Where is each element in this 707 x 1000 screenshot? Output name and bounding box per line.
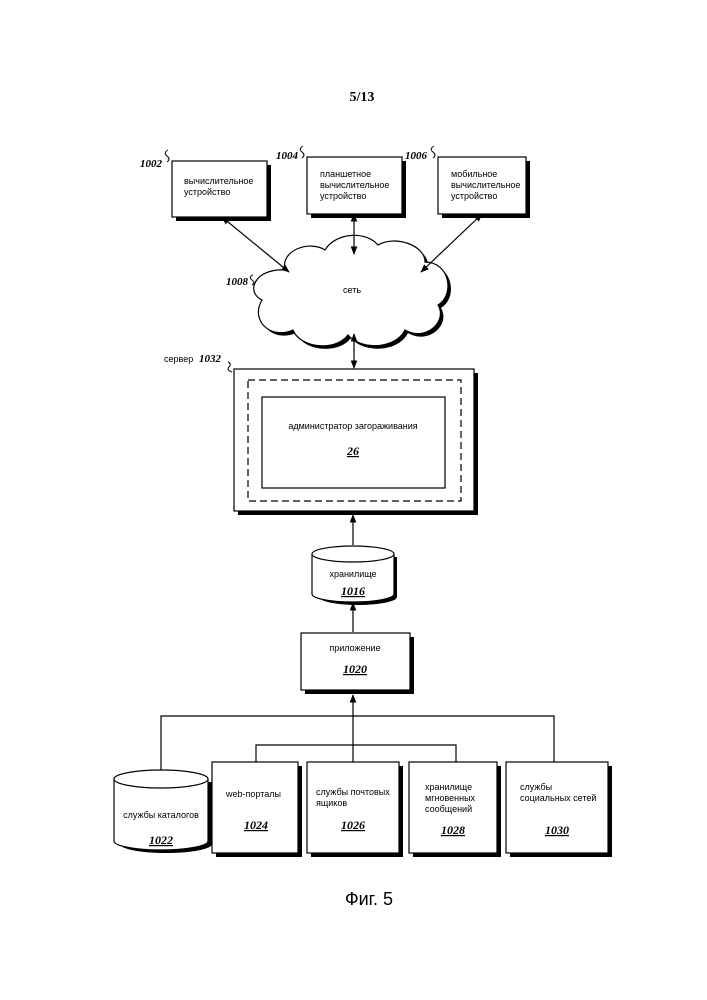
web-portals-ref: 1024 [244,818,268,832]
storage-cylinder: хранилище 1016 [312,546,397,605]
computing-device-ref: 1002 [140,158,163,170]
server-label: сервер [164,354,193,364]
mobile-device-ref: 1006 [405,150,428,162]
network-ref: 1008 [226,276,249,288]
mobile-device-leader [431,146,435,158]
network-leader [250,275,254,285]
social-networks-ref: 1030 [545,823,569,837]
fencing-manager-ref: 26 [346,444,359,458]
application-box: приложение 1020 [301,633,414,694]
fencing-manager-box [262,397,445,488]
computing-device-leader [165,150,169,162]
im-storage-ref: 1028 [441,823,465,837]
tablet-device-leader [300,146,304,158]
catalog-ref: 1022 [149,833,173,847]
im-storage-box: хранилище мгновенных сообщений 1028 [409,762,501,857]
arrow-mobile-network [421,214,482,272]
computing-device: вычислительное устройство [172,161,271,221]
fencing-manager-label: администратор загораживания [288,421,417,431]
application-ref: 1020 [343,662,367,676]
tablet-device-ref: 1004 [276,150,299,162]
figure-caption: Фиг. 5 [345,889,393,909]
server-box: администратор загораживания 26 [234,369,478,515]
mailbox-services-box: службы почтовых ящиков 1026 [307,762,403,857]
web-portals-box: web-порталы 1024 [212,762,302,857]
page-number: 5/13 [350,90,375,105]
storage-ref: 1016 [341,584,365,598]
im-storage-label: хранилище мгновенных сообщений [425,782,478,814]
mailbox-services-ref: 1026 [341,818,365,832]
tablet-device: планшетное вычислительное устройство [307,157,406,218]
network-cloud: сеть [254,235,451,349]
server-leader [228,362,232,372]
catalog-cylinder: службы каталогов 1022 [114,770,212,853]
storage-label: хранилище [329,569,376,579]
social-networks-box: службы социальных сетей 1030 [506,762,612,857]
arrow-computing-network [222,217,289,272]
mobile-device: мобильное вычислительное устройство [438,157,530,218]
application-label: приложение [329,643,380,653]
catalog-label: службы каталогов [123,810,199,820]
web-portals-label: web-порталы [225,789,281,799]
server-ref: 1032 [199,353,222,365]
network-label: сеть [343,285,361,295]
